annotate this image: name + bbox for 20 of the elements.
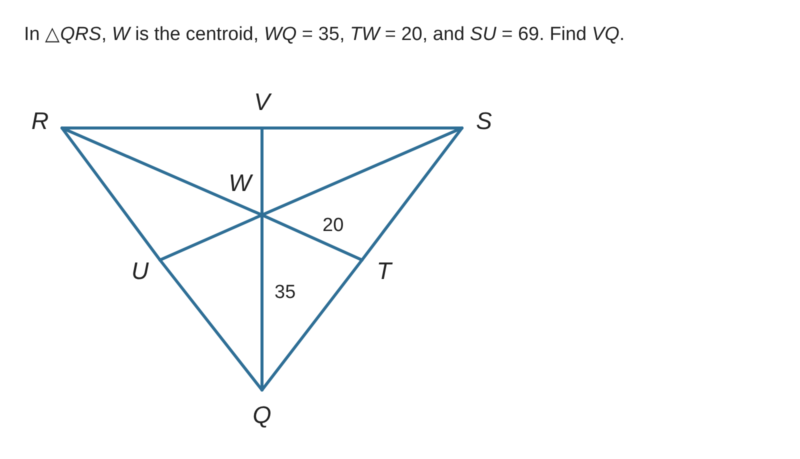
vertex-label: U [128, 258, 152, 286]
vertex-label: W [228, 170, 252, 198]
vertex-label: V [250, 89, 274, 117]
vertex-label: Q [250, 402, 274, 430]
line-segment [260, 126, 464, 216]
line-segment [60, 126, 264, 130]
line-segment [60, 126, 264, 216]
vertex-label: S [472, 108, 496, 136]
question-text: In △QRS, W is the centroid, WQ = 35, TW = 20, and SU = 69. Find VQ. [24, 23, 625, 46]
line-segment [60, 126, 162, 262]
line-segment [158, 258, 264, 392]
line-segment [260, 126, 464, 130]
line-segment [260, 258, 364, 392]
line-segment [360, 126, 464, 262]
vertex-label: T [372, 258, 396, 286]
vertex-label: R [28, 108, 52, 136]
line-segment [260, 126, 264, 216]
line-segment [158, 214, 264, 262]
line-segment [260, 214, 264, 392]
line-segment [260, 214, 364, 262]
